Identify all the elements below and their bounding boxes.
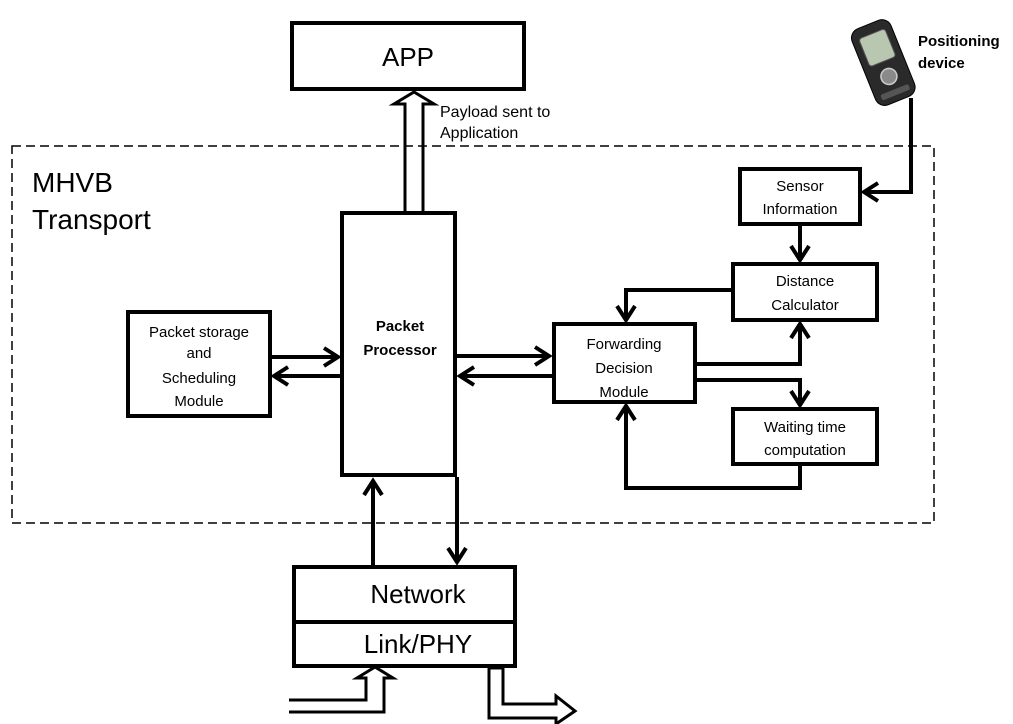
app-label: APP [382,42,434,72]
link-phy-box[interactable]: Link/PHY [292,620,517,668]
sensor-line1: Sensor [776,178,824,195]
payload-note-line2: Application [440,125,518,142]
payload-to-app-arrow [388,90,440,213]
outgoing-link-arrow [487,666,578,724]
link-phy-label: Link/PHY [364,629,472,659]
forwarding-decision-box[interactable]: Forwarding Decision Module [552,322,697,404]
processor-forwarding-arrows [456,345,553,387]
storage-processor-arrows [270,346,342,387]
module-connector-arrows [615,98,913,490]
waiting-time-box[interactable]: Waiting time computation [731,407,879,466]
forwarding-line3: Module [599,384,648,401]
incoming-link-arrow [289,665,399,714]
processor-network-arrows [362,477,468,566]
sensor-information-box[interactable]: Sensor Information [738,167,862,226]
distance-calculator-box[interactable]: Distance Calculator [731,262,879,322]
network-label: Network [370,579,466,609]
waiting-line1: Waiting time [764,419,846,436]
distance-line1: Distance [776,273,834,290]
transport-label-line1: MHVB [32,167,113,198]
positioning-line2: device [918,55,965,72]
payload-note-line1: Payload sent to [440,104,550,121]
mhvb-transport-region [11,145,935,524]
sensor-line2: Information [762,201,837,218]
packet-storage-line3: Scheduling [162,370,236,387]
positioning-line1: Positioning [918,33,1000,50]
packet-processor-line2: Processor [363,342,437,359]
packet-storage-box[interactable]: Packet storage and Scheduling Module [126,310,272,418]
packet-storage-line2: and [186,345,211,362]
distance-line2: Calculator [771,297,839,314]
transport-label-line2: Transport [32,204,151,235]
forwarding-line2: Decision [595,360,653,377]
network-box[interactable]: Network [292,565,517,624]
app-box[interactable]: APP [290,21,526,91]
packet-processor-line1: Packet [376,318,424,335]
packet-storage-line1: Packet storage [149,324,249,341]
packet-processor-box[interactable]: Packet Processor [340,211,457,477]
positioning-device-icon [850,19,916,106]
packet-storage-line4: Module [174,393,223,410]
waiting-line2: computation [764,442,846,459]
forwarding-line1: Forwarding [586,336,661,353]
